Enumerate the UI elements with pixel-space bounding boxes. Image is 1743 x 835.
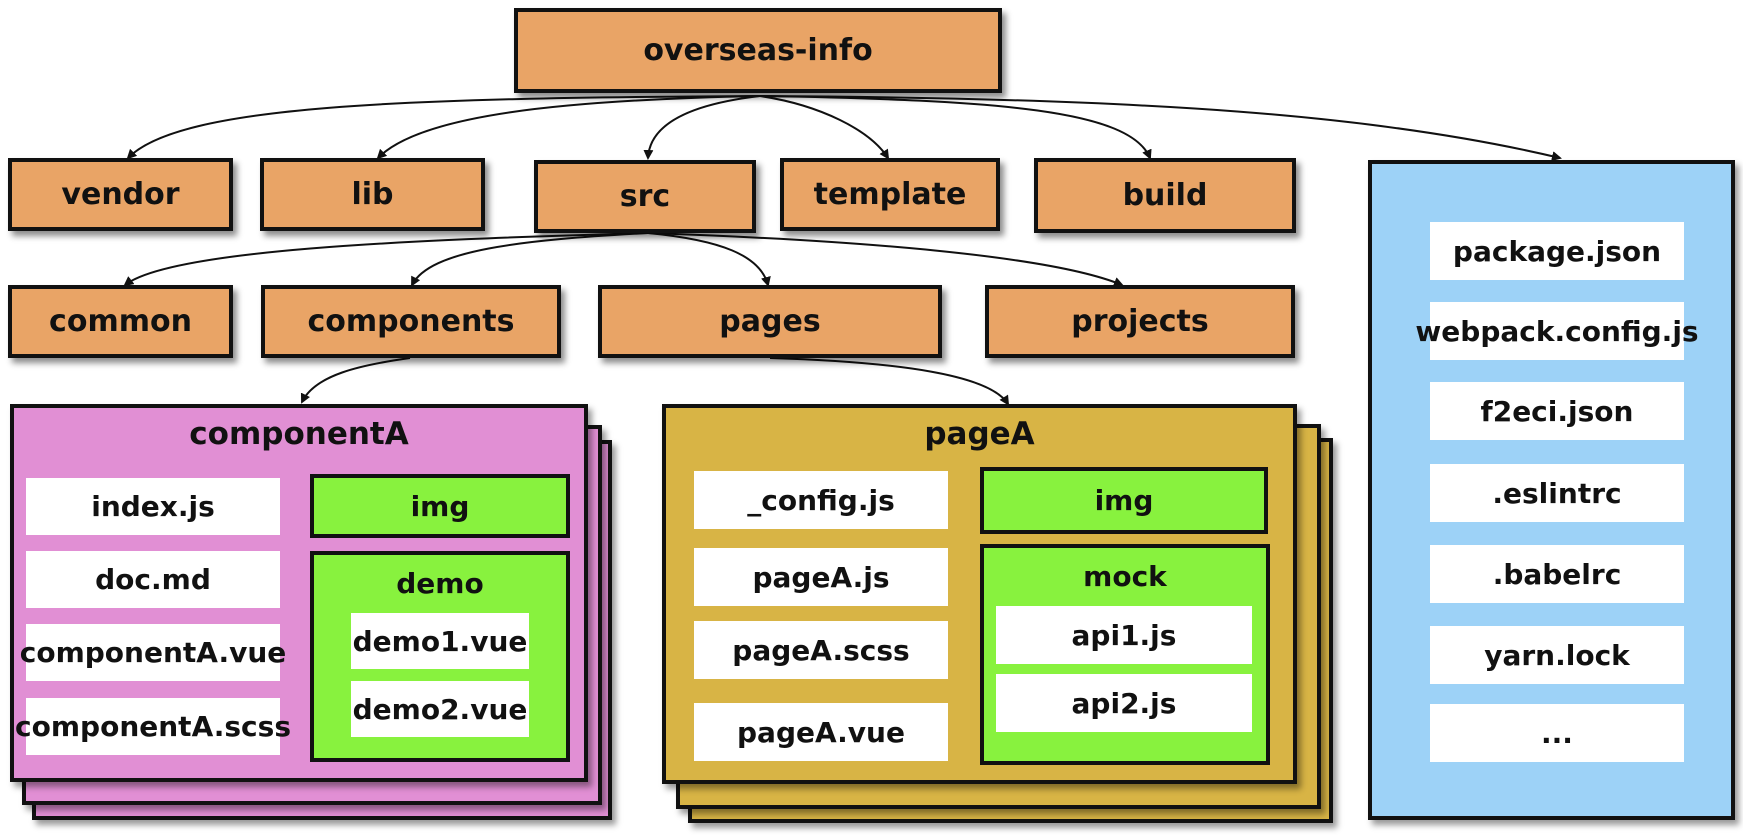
folder-src: src bbox=[534, 160, 756, 233]
folder-components: components bbox=[261, 285, 561, 358]
componentA-file-item: doc.md bbox=[26, 551, 280, 608]
componentA-title: componentA bbox=[189, 416, 409, 452]
folder-label: components bbox=[307, 304, 515, 339]
mock-folder-title: mock bbox=[1083, 560, 1167, 593]
img-folder-label: img bbox=[410, 489, 470, 523]
arrow-src-projects bbox=[647, 232, 1124, 287]
arrow-src-pages bbox=[647, 232, 771, 287]
pageA-file-item: pageA.scss bbox=[694, 621, 948, 679]
componentA-file-item: index.js bbox=[26, 478, 280, 535]
arrow-root-build bbox=[759, 95, 1152, 160]
folder-label: build bbox=[1122, 178, 1208, 213]
root-folder-label: overseas-info bbox=[643, 33, 873, 68]
mock-file-item: api2.js bbox=[996, 674, 1252, 732]
folder-label: pages bbox=[719, 304, 821, 339]
arrow-src-components bbox=[411, 232, 649, 287]
arrow-root-lib bbox=[376, 95, 761, 160]
root-files-group: package.json webpack.config.js f2eci.jso… bbox=[1368, 160, 1735, 820]
demo-folder-title: demo bbox=[396, 567, 484, 600]
pageA-file-item: pageA.js bbox=[694, 548, 948, 606]
root-file-item: .eslintrc bbox=[1430, 464, 1684, 522]
root-file-item: ... bbox=[1430, 704, 1684, 762]
root-file-item: package.json bbox=[1430, 222, 1684, 280]
arrow-components-componentA bbox=[300, 357, 411, 404]
root-file-item: webpack.config.js bbox=[1415, 302, 1699, 360]
root-file-item: yarn.lock bbox=[1430, 626, 1684, 684]
folder-label: lib bbox=[351, 177, 394, 212]
componentA-demo-folder: demo demo1.vue demo2.vue bbox=[310, 551, 570, 762]
pageA-group: pageA _config.js pageA.js pageA.scss pag… bbox=[662, 404, 1297, 784]
componentA-group: componentA index.js doc.md componentA.vu… bbox=[10, 404, 588, 782]
pageA-file-item: pageA.vue bbox=[694, 703, 948, 761]
arrow-src-common bbox=[123, 232, 649, 287]
componentA-img-folder: img bbox=[310, 474, 570, 538]
folder-vendor: vendor bbox=[8, 158, 233, 231]
folder-label: src bbox=[619, 179, 671, 214]
demo-file-item: demo2.vue bbox=[351, 681, 529, 737]
pageA-title: pageA bbox=[924, 416, 1035, 452]
pageA-file-item: _config.js bbox=[694, 471, 948, 529]
folder-build: build bbox=[1034, 158, 1296, 233]
folder-common: common bbox=[8, 285, 233, 358]
folder-label: projects bbox=[1071, 304, 1209, 339]
arrow-root-files bbox=[759, 95, 1562, 162]
folder-projects: projects bbox=[985, 285, 1295, 358]
arrow-root-vendor bbox=[126, 95, 761, 160]
folder-template: template bbox=[780, 158, 1000, 231]
root-file-item: .babelrc bbox=[1430, 545, 1684, 603]
folder-label: vendor bbox=[61, 177, 180, 212]
folder-lib: lib bbox=[260, 158, 485, 231]
arrow-pages-pageA bbox=[769, 357, 1010, 406]
arrow-root-template bbox=[759, 95, 890, 160]
folder-pages: pages bbox=[598, 285, 942, 358]
pageA-img-folder: img bbox=[980, 467, 1268, 534]
folder-label: template bbox=[813, 177, 967, 212]
pageA-mock-folder: mock api1.js api2.js bbox=[980, 544, 1270, 765]
img-folder-label: img bbox=[1094, 484, 1154, 517]
root-folder-overseas-info: overseas-info bbox=[514, 8, 1002, 93]
demo-file-item: demo1.vue bbox=[351, 613, 529, 669]
componentA-file-item: componentA.scss bbox=[15, 698, 291, 755]
folder-label: common bbox=[49, 304, 192, 339]
root-file-item: f2eci.json bbox=[1430, 382, 1684, 440]
componentA-file-item: componentA.vue bbox=[20, 624, 286, 681]
mock-file-item: api1.js bbox=[996, 606, 1252, 664]
arrow-root-src bbox=[643, 95, 761, 160]
